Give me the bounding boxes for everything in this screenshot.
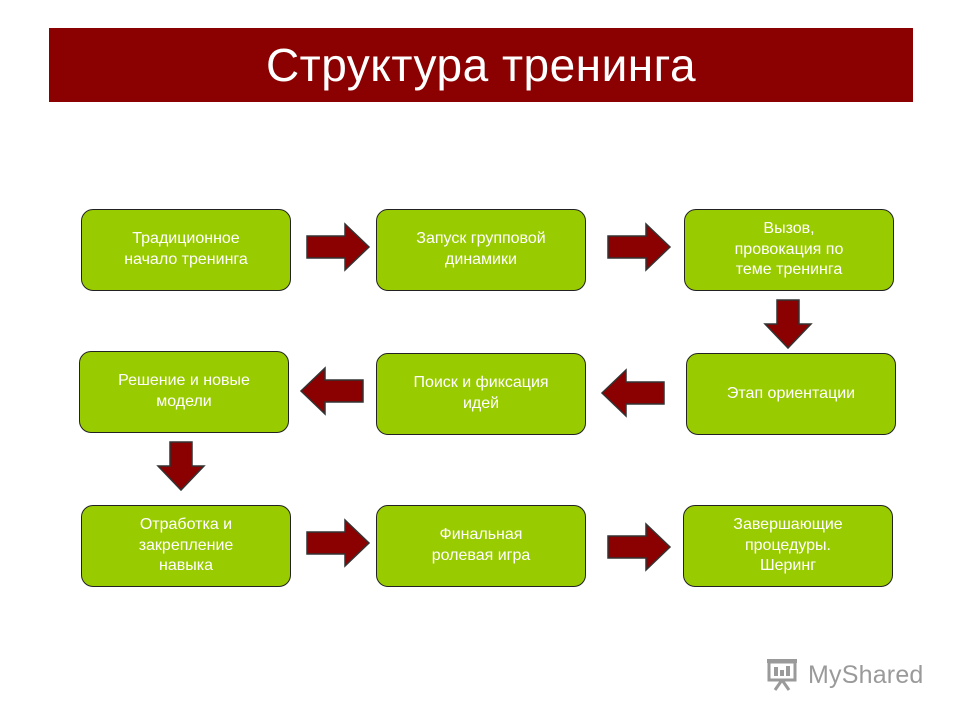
arrow-right-icon [607,522,672,572]
arrow-left-icon [299,366,364,416]
step-role-play: Финальная ролевая игра [376,505,586,587]
arrow-right-icon [306,222,371,272]
arrow-right-icon [607,222,672,272]
watermark-text: MyShared [808,660,924,689]
step-orientation: Этап ориентации [686,353,896,435]
arrow-right-icon [306,518,371,568]
step-challenge: Вызов, провокация по теме тренинга [684,209,894,291]
step-closing: Завершающие процедуры. Шеринг [683,505,893,587]
watermark-logo: MyShared [766,656,924,694]
step-ideas: Поиск и фиксация идей [376,353,586,435]
arrow-down-icon [156,441,206,492]
arrow-down-icon [763,299,813,350]
title-bar: Структура тренинга [49,28,913,102]
step-practice: Отработка и закрепление навыка [81,505,291,587]
arrow-left-icon [600,368,665,418]
step-solutions: Решение и новые модели [79,351,289,433]
presentation-icon [767,659,797,691]
step-traditional-start: Традиционное начало тренинга [81,209,291,291]
slide-title: Структура тренинга [265,39,697,91]
step-group-dynamics: Запуск групповой динамики [376,209,586,291]
